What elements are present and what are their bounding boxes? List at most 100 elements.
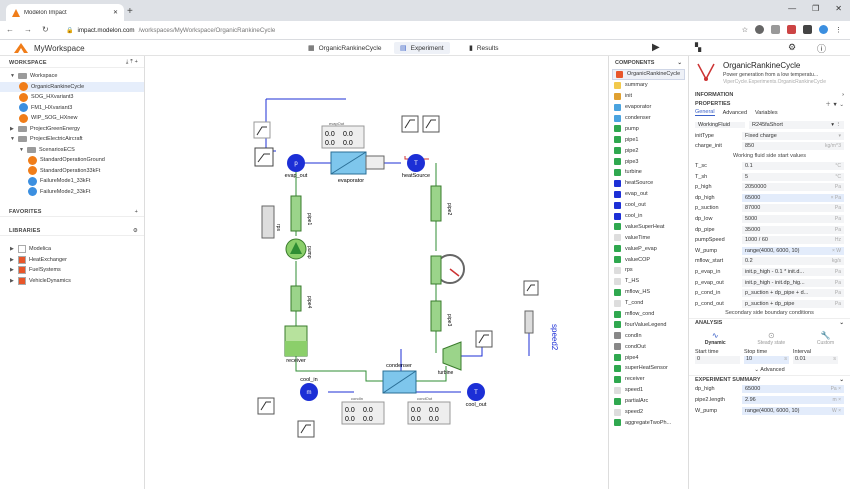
extension-icon[interactable] xyxy=(755,25,764,34)
pipe3-block[interactable]: pipe3 xyxy=(430,300,452,332)
property-input[interactable]: Fixed charge▾ xyxy=(742,131,844,140)
heat-source-inputs[interactable] xyxy=(401,115,440,133)
component-item[interactable]: T_HS xyxy=(609,276,688,287)
libraries-settings-icon[interactable]: ⚙ xyxy=(132,227,138,234)
speed2-block[interactable] xyxy=(475,280,539,348)
property-input[interactable]: 0.1°C xyxy=(742,162,844,171)
tab-general[interactable]: General xyxy=(695,109,715,116)
forward-icon[interactable]: → xyxy=(24,25,32,34)
property-input[interactable]: p_suction + dp_pipe + d...Pa xyxy=(742,289,844,298)
tree-item[interactable]: ▶ProjectGreenEnergy xyxy=(0,124,144,135)
setpoint-block[interactable] xyxy=(253,121,274,167)
extension-icon[interactable] xyxy=(771,25,780,34)
library-item[interactable]: ▶FuelSystems xyxy=(0,265,144,276)
chevron-down-icon[interactable]: ▼ xyxy=(19,146,24,153)
receiver-block[interactable]: receiver xyxy=(284,325,308,364)
component-item[interactable]: valueTime xyxy=(609,232,688,243)
chevron-right-icon[interactable]: ▶ xyxy=(10,246,14,253)
component-item[interactable]: fourValueLegend xyxy=(609,319,688,330)
component-item[interactable]: condOut xyxy=(609,341,688,352)
component-item[interactable]: init xyxy=(609,91,688,102)
chevron-right-icon[interactable]: ▶ xyxy=(10,256,14,263)
condenser-block[interactable] xyxy=(382,370,417,394)
property-input[interactable]: init.p_high - init.dp_hig...Pa xyxy=(742,278,844,287)
component-item[interactable]: evaporator xyxy=(609,102,688,113)
chevron-right-icon[interactable]: ▶ xyxy=(10,267,14,274)
advanced-toggle[interactable]: ⌄ Advanced xyxy=(689,365,850,375)
chevron-right-icon[interactable]: ▶ xyxy=(10,277,14,284)
tree-item[interactable]: FailureMode2_33kFt xyxy=(0,187,144,198)
tab-model[interactable]: ▦OrganicRankineCycle xyxy=(302,42,388,54)
menu-icon[interactable]: ⋮ xyxy=(835,26,842,34)
property-input[interactable]: range(4000, 6000, 10)W × xyxy=(742,406,844,415)
property-input[interactable]: range(4000, 6000, 10)× W xyxy=(742,246,844,255)
component-item[interactable]: pipe2 xyxy=(609,145,688,156)
address-bar[interactable]: 🔒 impact.modelon.com/workspaces/MyWorksp… xyxy=(62,24,752,37)
component-item[interactable]: condenser xyxy=(609,113,688,124)
component-item[interactable]: cool_out xyxy=(609,200,688,211)
collapse-icon[interactable]: ⌄ xyxy=(839,377,844,384)
library-item[interactable]: ▶HeatExchanger xyxy=(0,255,144,266)
tree-item[interactable]: OrganicRankineCycle xyxy=(0,81,144,92)
diagram-canvas[interactable]: rps p evap_out evaporator T heatSource 0… xyxy=(146,56,608,489)
tree-item[interactable]: ▼Workspace xyxy=(0,71,144,82)
cool-in-node[interactable]: m xyxy=(300,383,318,401)
component-item[interactable]: valueP_evap xyxy=(609,243,688,254)
help-icon[interactable]: ⓘ xyxy=(817,44,827,54)
pipe4-block[interactable]: pipe4 xyxy=(290,285,312,312)
chevron-down-icon[interactable]: ▼ xyxy=(10,136,15,143)
component-item[interactable]: pipe1 xyxy=(609,134,688,145)
component-item[interactable]: pipe4 xyxy=(609,352,688,363)
component-item[interactable]: receiver xyxy=(609,374,688,385)
component-item[interactable]: cool_in xyxy=(609,211,688,222)
component-item[interactable]: partialArc xyxy=(609,396,688,407)
component-item[interactable]: evap_out xyxy=(609,189,688,200)
new-tab-button[interactable]: + xyxy=(127,6,133,17)
back-icon[interactable]: ← xyxy=(6,25,14,34)
library-item[interactable]: ▶VehicleDynamics xyxy=(0,276,144,287)
component-item[interactable]: heatSource xyxy=(609,178,688,189)
tree-item[interactable]: StandardOperationGround xyxy=(0,155,144,166)
component-item[interactable]: T_cond xyxy=(609,298,688,309)
avatar[interactable] xyxy=(819,25,828,34)
component-item[interactable]: superHeatSensor xyxy=(609,363,688,374)
start-time-input[interactable]: 0 xyxy=(695,356,740,365)
component-item[interactable]: aggregateTwoPh... xyxy=(609,418,688,429)
turbine-block[interactable]: turbine xyxy=(438,341,462,376)
component-item[interactable]: mflow_cond xyxy=(609,309,688,320)
evaporator-block[interactable] xyxy=(330,151,385,175)
component-item[interactable]: condIn xyxy=(609,330,688,341)
cycle-diagram[interactable]: rps p evap_out evaporator T heatSource 0… xyxy=(146,56,608,489)
pipe2-block[interactable]: pipe2 xyxy=(430,185,452,222)
property-input[interactable]: 5°C xyxy=(742,172,844,181)
tree-item[interactable]: ▼ScenariosECS xyxy=(0,145,144,156)
pump-block[interactable]: pump xyxy=(285,238,312,260)
tree-item[interactable]: WIP_SOG_HXnew xyxy=(0,113,144,124)
component-item[interactable]: pipe3 xyxy=(609,156,688,167)
properties-actions[interactable]: ＋ ▼ ⌄ xyxy=(825,101,844,108)
cool-inputs[interactable] xyxy=(257,397,315,438)
component-item[interactable]: pump xyxy=(609,123,688,134)
tree-item[interactable]: ▼ProjectElectricAircraft xyxy=(0,134,144,145)
layout-icon[interactable]: ▚ xyxy=(695,43,702,52)
rps-sensor[interactable] xyxy=(261,205,275,239)
run-icon[interactable]: ▶ xyxy=(652,42,660,53)
close-window-icon[interactable]: ✕ xyxy=(835,4,842,13)
reload-icon[interactable]: ↻ xyxy=(42,25,49,34)
analysis-mode-dynamic[interactable]: ∿Dynamic xyxy=(705,331,726,346)
pipe1-block[interactable]: pipe1 xyxy=(290,195,312,232)
component-item[interactable]: OrganicRankineCycle xyxy=(612,69,685,80)
tab-experiment[interactable]: ▤Experiment xyxy=(394,42,450,54)
chevron-down-icon[interactable]: ▼ xyxy=(10,73,15,80)
chevron-right-icon[interactable]: ▶ xyxy=(10,125,14,132)
